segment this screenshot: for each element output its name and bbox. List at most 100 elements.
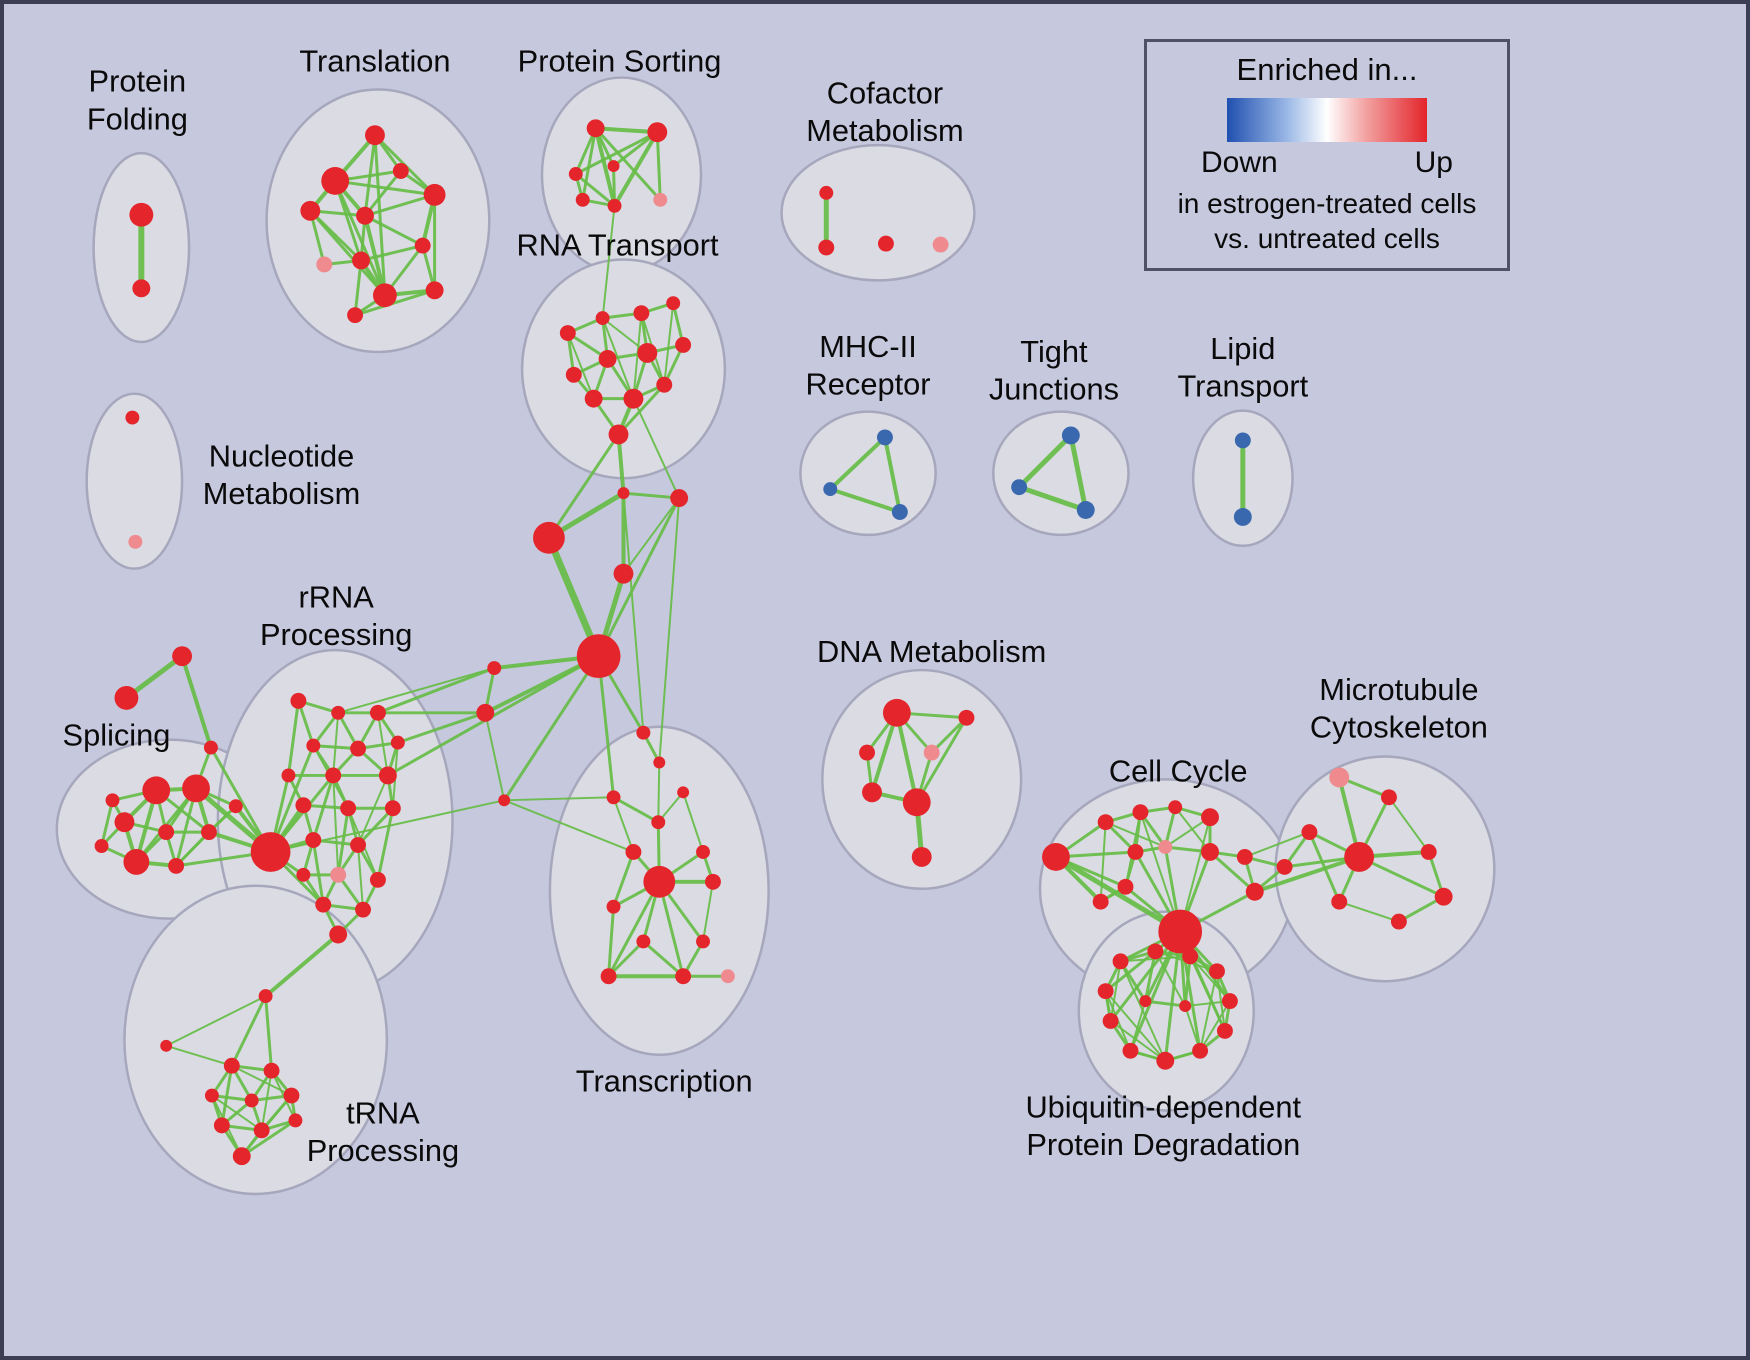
edge xyxy=(1104,990,1167,1062)
node xyxy=(253,1122,270,1139)
edge xyxy=(503,799,635,853)
node xyxy=(105,793,120,808)
node xyxy=(132,279,151,298)
node xyxy=(1097,983,1114,1000)
edge xyxy=(682,791,705,853)
edge xyxy=(503,796,615,802)
edge xyxy=(359,244,425,262)
edge xyxy=(356,806,395,847)
node xyxy=(425,281,444,300)
edge xyxy=(240,1118,297,1158)
edge xyxy=(930,716,968,755)
node xyxy=(613,563,634,584)
edge xyxy=(1154,950,1187,1008)
node xyxy=(423,183,446,206)
edge xyxy=(1357,855,1446,899)
node xyxy=(625,844,642,860)
node xyxy=(653,756,666,769)
node xyxy=(1122,1042,1139,1059)
node xyxy=(643,865,676,898)
edge xyxy=(1252,854,1362,894)
node xyxy=(244,1093,259,1108)
edge xyxy=(210,1094,263,1132)
node xyxy=(1127,844,1144,860)
node xyxy=(1061,426,1080,445)
node xyxy=(390,735,405,750)
node xyxy=(281,768,296,783)
edge xyxy=(663,302,675,386)
node xyxy=(392,163,409,179)
node xyxy=(656,376,673,393)
cluster-mhc-ii-receptor xyxy=(799,410,937,537)
edge xyxy=(1174,806,1212,853)
node xyxy=(295,797,312,814)
node xyxy=(315,896,332,913)
node xyxy=(372,283,397,308)
edge xyxy=(363,213,387,298)
label-protein-sorting: Protein Sorting xyxy=(518,44,722,79)
node xyxy=(1042,843,1070,871)
node xyxy=(568,167,583,181)
node xyxy=(606,899,621,914)
edge xyxy=(1099,821,1107,903)
node xyxy=(653,192,668,207)
node xyxy=(369,871,386,888)
edge xyxy=(1016,484,1089,513)
node xyxy=(607,198,622,213)
edge xyxy=(333,179,387,297)
node xyxy=(128,534,143,549)
edge xyxy=(632,397,681,500)
node xyxy=(182,774,210,803)
edge xyxy=(1109,960,1122,1022)
node xyxy=(142,776,171,805)
node xyxy=(250,832,291,872)
node xyxy=(352,251,370,270)
node xyxy=(533,521,565,554)
node xyxy=(1182,948,1199,965)
node xyxy=(356,206,374,225)
node xyxy=(1132,804,1149,821)
node xyxy=(677,786,690,799)
edge xyxy=(209,746,273,854)
node xyxy=(213,1117,230,1134)
edge xyxy=(597,654,616,799)
edge xyxy=(357,844,365,911)
edge xyxy=(100,798,115,848)
node xyxy=(290,692,307,709)
node xyxy=(355,901,371,918)
node xyxy=(608,424,629,445)
node xyxy=(862,782,882,803)
edge xyxy=(828,487,902,514)
node xyxy=(559,325,576,342)
edge xyxy=(894,710,919,805)
edge xyxy=(702,880,714,943)
node xyxy=(1390,913,1407,930)
node xyxy=(859,744,875,761)
node xyxy=(1147,943,1164,960)
edge xyxy=(337,667,496,714)
node xyxy=(172,646,193,667)
edge xyxy=(607,880,661,978)
edge xyxy=(484,711,506,802)
node xyxy=(1236,849,1253,865)
node xyxy=(365,125,385,146)
node xyxy=(623,388,644,409)
edge xyxy=(165,995,267,1047)
node xyxy=(819,185,834,200)
node xyxy=(1245,882,1264,901)
edge xyxy=(594,126,662,202)
edge xyxy=(308,209,387,297)
node xyxy=(1234,432,1251,449)
edge xyxy=(332,774,340,876)
node xyxy=(923,744,940,761)
label-dna-metabolism: DNA Metabolism xyxy=(817,634,1046,669)
edge xyxy=(363,193,437,218)
node xyxy=(633,305,650,322)
label-rna-transport: RNA Transport xyxy=(517,228,719,263)
node xyxy=(160,1039,173,1052)
edge xyxy=(357,774,389,847)
